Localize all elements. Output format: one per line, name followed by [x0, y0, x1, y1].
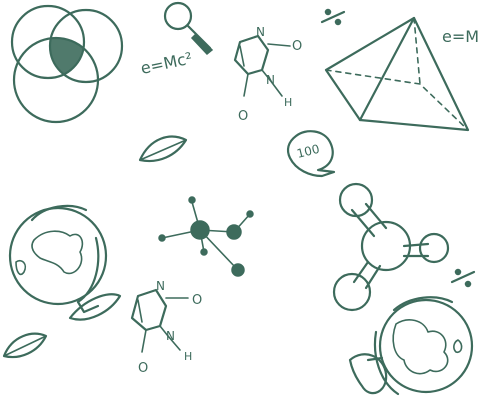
- leaf-icon-2: [2, 332, 48, 359]
- atom-n3: N: [156, 279, 165, 293]
- water-molecule-icon: [332, 182, 450, 312]
- divide-sign-icon-2: [450, 268, 476, 288]
- atom-n1: N: [256, 25, 265, 39]
- atom-h1: H: [284, 96, 292, 109]
- divide-sign-icon: [320, 8, 346, 26]
- atom-h2: H: [184, 350, 192, 363]
- atom-o2: O: [238, 109, 248, 124]
- venn-diagram-icon: [10, 4, 124, 124]
- leaf-icon: [138, 135, 188, 163]
- emc-label-left: e=Mc²: [139, 48, 194, 77]
- score-label: 100: [295, 142, 321, 161]
- molecule-ring-icon: N O N H O: [233, 25, 302, 124]
- molecule-ring-icon-2: N O N H O: [130, 279, 202, 376]
- pyramid-icon: [324, 16, 470, 132]
- atom-model-icon: [158, 196, 254, 277]
- emc-label-right: e=M: [442, 27, 479, 46]
- atom-n2: N: [266, 73, 275, 87]
- emc-formula-left: e=Mc²: [139, 48, 194, 77]
- atom-o4: O: [138, 361, 148, 376]
- speech-bubble-icon: 100: [286, 130, 336, 178]
- atom-o3: O: [192, 293, 202, 308]
- emc-formula-right: e=M: [442, 27, 479, 46]
- globe-icon: [8, 204, 122, 321]
- magnifying-glass-icon: [163, 1, 214, 56]
- globe-icon-2: [348, 296, 474, 396]
- atom-n4: N: [166, 329, 175, 343]
- atom-o1: O: [292, 39, 302, 54]
